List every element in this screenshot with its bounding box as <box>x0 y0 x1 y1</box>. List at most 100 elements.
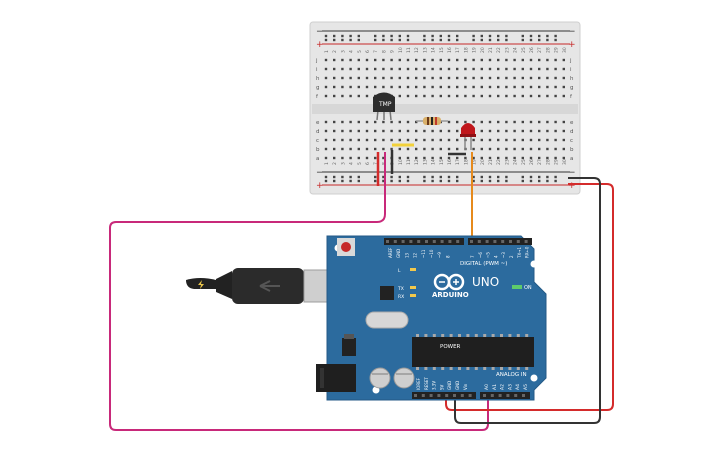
column-number: 13 <box>422 47 428 53</box>
column-number: 29 <box>554 159 560 165</box>
digital-header-left[interactable] <box>384 238 464 245</box>
analog-pin-label: A5 <box>523 384 529 390</box>
digital-pin-label: ~3 <box>501 252 506 258</box>
row-letter: e <box>570 120 574 126</box>
power-header[interactable] <box>412 392 476 399</box>
tmp36-temperature-sensor[interactable]: TMP <box>373 92 395 121</box>
column-number: 28 <box>545 159 551 165</box>
column-number: 6 <box>365 50 371 53</box>
column-number: 19 <box>472 47 478 53</box>
column-number: 6 <box>365 162 371 165</box>
column-number: 26 <box>529 159 535 165</box>
column-number: 4 <box>349 162 355 165</box>
column-number: 25 <box>521 47 527 53</box>
column-number: 16 <box>447 47 453 53</box>
row-letter: b <box>316 147 320 153</box>
column-number: 15 <box>439 47 445 53</box>
resistor[interactable] <box>416 117 448 125</box>
column-number: 22 <box>496 159 502 165</box>
row-letter: f <box>570 94 573 100</box>
mount-hole <box>530 260 538 268</box>
column-number: 17 <box>455 159 461 165</box>
column-number: 21 <box>488 47 494 53</box>
column-number: 18 <box>463 159 469 165</box>
power-pin-label: IOREF <box>416 377 421 390</box>
on-led <box>512 285 522 289</box>
row-letter: e <box>316 120 320 126</box>
usb-controller-chip <box>380 286 394 300</box>
column-number: 15 <box>439 159 445 165</box>
top-rail-plus-label: + <box>316 40 324 50</box>
reset-button-icon[interactable] <box>337 238 355 256</box>
aref-pin-label: AREF <box>388 247 393 258</box>
usb-cable-icon[interactable] <box>186 268 337 304</box>
column-number: 27 <box>537 159 543 165</box>
row-letter: i <box>316 67 318 73</box>
red-led[interactable] <box>460 123 476 150</box>
column-number: 11 <box>406 159 412 165</box>
capacitor <box>369 367 391 389</box>
digital-pin-label: 2 <box>509 255 514 258</box>
column-number: 27 <box>537 47 543 53</box>
top-rail-plus-label-right: + <box>568 40 576 50</box>
column-number: 20 <box>480 47 486 53</box>
black-wire-gnd[interactable] <box>454 177 601 424</box>
column-number: 1 <box>324 50 330 53</box>
analog-header[interactable] <box>480 392 530 399</box>
column-number: 24 <box>513 47 519 53</box>
analog-pin-label: A3 <box>507 384 513 390</box>
column-number: 14 <box>431 159 437 165</box>
row-letter: d <box>570 129 574 135</box>
column-number: 5 <box>357 50 363 53</box>
digital-label: DIGITAL (PWM ~) <box>460 261 507 267</box>
column-number: 23 <box>504 47 510 53</box>
digital-pin-label: RX←0 <box>525 246 530 258</box>
digital-pin-label: ~5 <box>486 252 491 258</box>
row-letter: i <box>570 67 572 73</box>
bottom-rail-plus-label: + <box>316 181 324 191</box>
row-letter: j <box>315 58 318 64</box>
power-jack-icon[interactable] <box>316 364 356 392</box>
column-number: 18 <box>463 47 469 53</box>
row-letter: g <box>316 85 320 91</box>
power-pin-label: GND <box>447 381 452 390</box>
column-number: 5 <box>357 162 363 165</box>
column-number: 8 <box>381 50 387 53</box>
status-led-label: L <box>398 268 401 274</box>
row-letter: j <box>569 58 572 64</box>
column-numbers: 1122334455667788991010111112121313141415… <box>324 47 568 165</box>
aref-pin-label: ~9 <box>437 252 442 258</box>
brand-label: ARDUINO <box>432 291 469 299</box>
column-number: 21 <box>488 159 494 165</box>
column-number: 14 <box>431 47 437 53</box>
red-wire-5v[interactable] <box>445 183 614 411</box>
row-letter: h <box>316 76 320 82</box>
crystal-oscillator <box>365 311 409 329</box>
bottom-rail-holes <box>324 175 557 183</box>
magenta-wire-a0[interactable] <box>109 152 489 431</box>
column-number: 25 <box>521 159 527 165</box>
column-number: 26 <box>529 47 535 53</box>
center-channel <box>312 104 578 114</box>
aref-pin-label: ~11 <box>421 249 426 258</box>
column-number: 3 <box>340 50 346 53</box>
digital-pin-label: 4 <box>493 255 498 258</box>
terminal-holes <box>324 58 565 160</box>
column-number: 3 <box>340 162 346 165</box>
row-letter: c <box>570 138 573 144</box>
row-letter: d <box>316 129 320 135</box>
aref-pin-label: 13 <box>404 252 409 258</box>
column-number: 24 <box>513 159 519 165</box>
arduino-infinity-logo-icon <box>433 273 465 291</box>
power-pin-label: GND <box>455 381 460 390</box>
bottom-rail-minus-label: − <box>316 168 324 178</box>
digital-header-right[interactable] <box>468 238 532 245</box>
analog-pin-label: A4 <box>515 384 521 390</box>
mount-hole <box>530 374 538 382</box>
power-pin-label: RESET <box>424 377 429 390</box>
